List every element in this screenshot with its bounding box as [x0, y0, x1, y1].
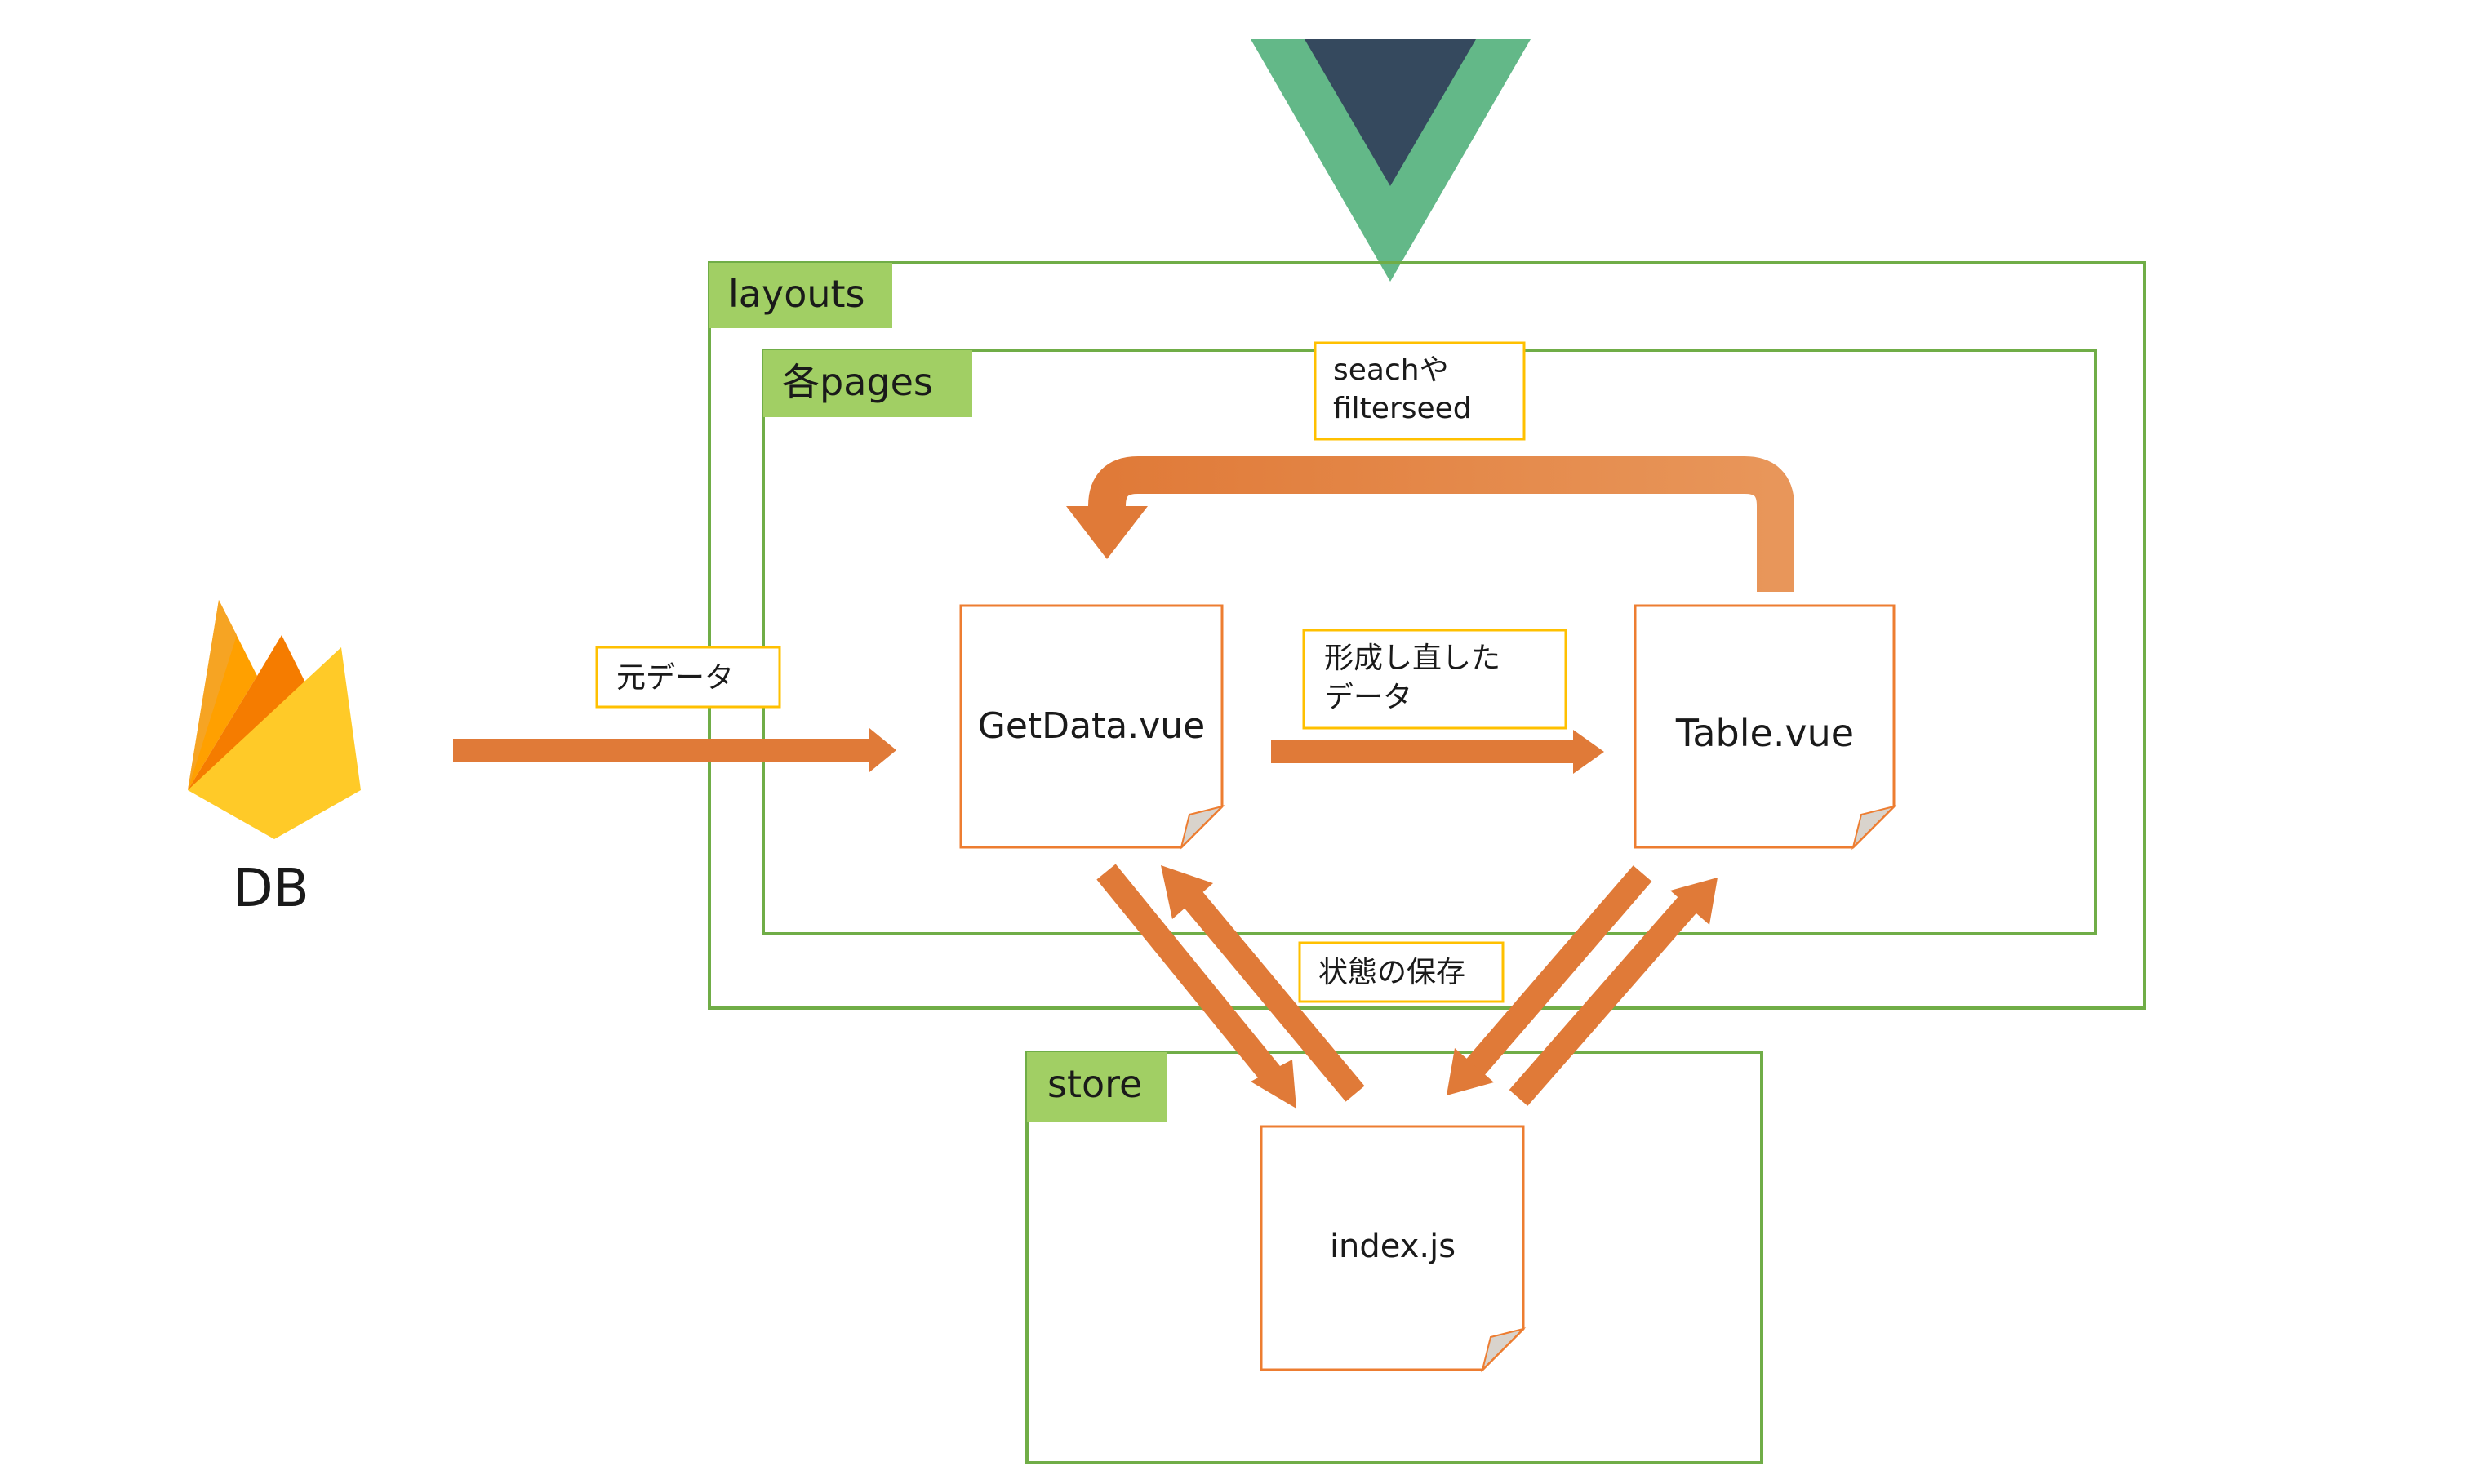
firebase-logo-icon: [188, 600, 361, 839]
raw-data-callout-text: 元データ: [616, 661, 734, 695]
index-file-label: index.js: [1330, 1228, 1456, 1265]
state-save-callout: 状態の保存: [1298, 941, 1505, 1003]
pages-label-bg: [763, 350, 972, 417]
db-label: DB: [233, 859, 309, 919]
search-filter-callout-line1: seachや: [1333, 353, 1449, 387]
layouts-label-bg: [709, 263, 892, 328]
folded-corner-icon: [1851, 805, 1897, 851]
store-container: store: [1025, 1051, 1763, 1464]
layouts-container: layouts: [708, 261, 2146, 1010]
search-filter-callout: seachや filterseed: [1314, 341, 1526, 441]
table-file: Table.vue: [1634, 604, 1897, 851]
feedback-curved-arrow: [1066, 456, 1794, 592]
table-file-label: Table.vue: [1675, 711, 1854, 755]
getdata-file: GetData.vue: [959, 604, 1225, 851]
raw-data-arrow: [453, 728, 896, 772]
reshaped-data-callout-line2: データ: [1324, 681, 1412, 714]
folded-corner-icon: [1481, 1327, 1527, 1373]
store-to-getdata-arrow: [1161, 865, 1365, 1102]
raw-data-callout: 元データ: [595, 646, 781, 709]
vue-logo-icon: [1251, 39, 1531, 282]
store-to-table-arrow: [1509, 878, 1718, 1106]
store-label-bg: [1027, 1052, 1167, 1122]
state-save-callout-text: 状態の保存: [1318, 956, 1465, 989]
search-filter-callout-line2: filterseed: [1333, 392, 1472, 425]
table-to-store-arrow: [1447, 865, 1652, 1095]
getdata-file-label: GetData.vue: [978, 705, 1205, 747]
layouts-label: layouts: [728, 272, 865, 316]
reshaped-data-callout-line1: 形成し直した: [1324, 642, 1500, 675]
reshaped-data-callout: 形成し直した データ: [1302, 629, 1567, 730]
reshaped-data-arrow: [1271, 730, 1604, 774]
index-file: index.js: [1260, 1125, 1527, 1373]
pages-label: 各pages: [782, 360, 933, 404]
getdata-to-store-arrow: [1096, 864, 1296, 1109]
folded-corner-icon: [1180, 805, 1225, 851]
store-label: store: [1047, 1062, 1142, 1106]
